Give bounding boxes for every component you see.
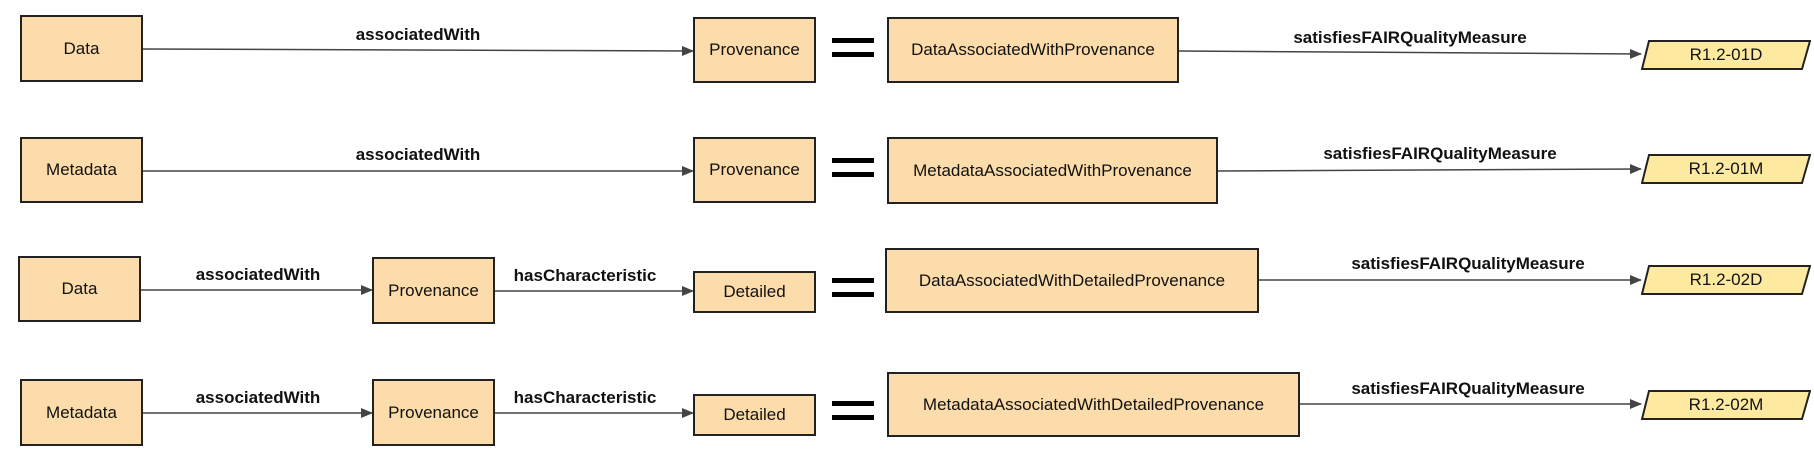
parallelogram-shape [1641, 390, 1811, 420]
edge-label: hasCharacteristic [513, 388, 657, 407]
node-provenance: Provenance [693, 137, 816, 203]
edge-label: associatedWith [195, 265, 321, 284]
measure-label: R1.2-01D [1689, 45, 1763, 64]
edge-label: associatedWith [355, 25, 481, 44]
node-provenance: Provenance [372, 257, 495, 324]
measure-node: R1.2-02D [1641, 265, 1811, 295]
measure-edge-label: satisfiesFAIRQualityMeasure [1293, 28, 1527, 47]
equals-bar [832, 292, 874, 297]
measure-edge-label: satisfiesFAIRQualityMeasure [1323, 144, 1557, 163]
equals-bar [832, 158, 874, 163]
measure-label: R1.2-02M [1688, 395, 1764, 414]
measure-edge-label: satisfiesFAIRQualityMeasure [1351, 379, 1585, 398]
equals-bar [832, 172, 874, 177]
equals-sign [832, 401, 874, 421]
node-data: Data [20, 15, 143, 82]
equals-bar [832, 278, 874, 283]
parallelogram-shape [1641, 154, 1811, 184]
equals-bar [832, 401, 874, 406]
node-provenance: Provenance [372, 379, 495, 446]
equals-sign [832, 158, 874, 178]
node-metadata: Metadata [20, 379, 143, 446]
class-node: DataAssociatedWithProvenance [887, 17, 1179, 83]
measure-edge-label: satisfiesFAIRQualityMeasure [1351, 254, 1585, 273]
measure-label: R1.2-01M [1688, 159, 1764, 178]
equals-sign [832, 38, 874, 58]
class-node: DataAssociatedWithDetailedProvenance [885, 248, 1259, 313]
parallelogram-shape [1641, 265, 1811, 295]
node-detailed: Detailed [693, 271, 816, 313]
node-data: Data [18, 256, 141, 322]
measure-label: R1.2-02D [1689, 270, 1763, 289]
measure-edge-arrow [1217, 164, 1642, 175]
measure-node: R1.2-01D [1641, 40, 1811, 70]
measure-node: R1.2-01M [1641, 154, 1811, 184]
node-detailed: Detailed [693, 394, 816, 436]
edge-label: associatedWith [355, 145, 481, 164]
equals-bar [832, 52, 874, 57]
equals-sign [832, 278, 874, 298]
class-node: MetadataAssociatedWithDetailedProvenance [887, 372, 1300, 437]
edge-label: hasCharacteristic [513, 266, 657, 285]
edge-arrow [142, 45, 694, 56]
equals-bar [832, 38, 874, 43]
edge-label: associatedWith [195, 388, 321, 407]
measure-edge-arrow [1178, 48, 1642, 59]
node-provenance: Provenance [693, 17, 816, 83]
class-node: MetadataAssociatedWithProvenance [887, 137, 1218, 204]
measure-node: R1.2-02M [1641, 390, 1811, 420]
equals-bar [832, 415, 874, 420]
parallelogram-shape [1641, 40, 1811, 70]
node-metadata: Metadata [20, 137, 143, 203]
